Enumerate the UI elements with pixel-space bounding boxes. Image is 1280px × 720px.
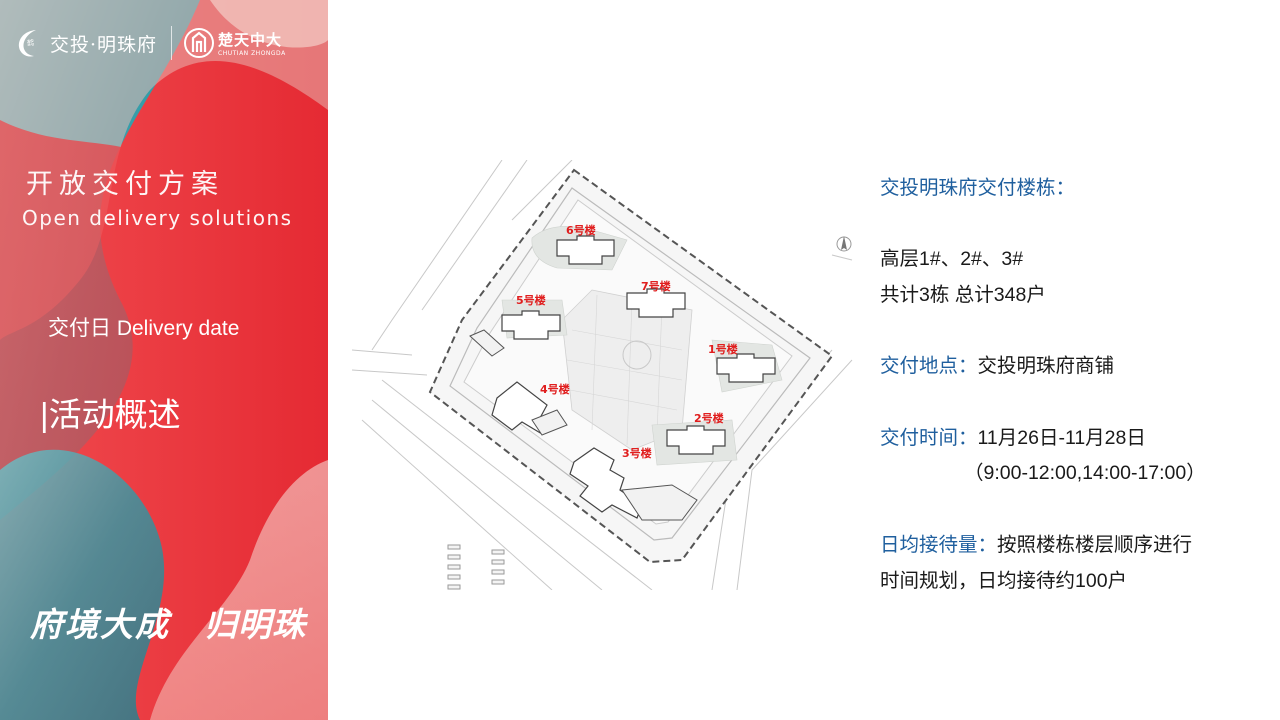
legend [447, 544, 505, 590]
building-7-footprint [626, 288, 686, 318]
slogan: 府境大成 归明珠 [30, 598, 306, 646]
logo-divider [171, 26, 173, 60]
reception-value-2: 时间规划，日均接待约100户 [880, 570, 1128, 592]
building-4-label: 4号楼 [540, 382, 570, 396]
building-2-footprint [666, 425, 726, 455]
reception-label: 日均接待量： [880, 534, 998, 556]
info-heading: 交投明珠府交付楼栋： [880, 177, 1076, 199]
time-value: 11月26日-11月28日 [977, 427, 1146, 449]
site-plan: 6号楼 7号楼 5号楼 1号楼 4号楼 2号楼 3号楼 [351, 159, 856, 591]
jiaotou-logo: 鹤 交投·明珠府 [16, 27, 157, 59]
activity-overview-heading: |活动概述 [40, 396, 181, 433]
building-5-label: 5号楼 [516, 293, 546, 307]
north-arrow-icon [836, 236, 852, 252]
logo-chutian-en: CHUTIAN ZHONGDA [218, 50, 286, 57]
logo-jiaotou-text: 交投·明珠府 [50, 33, 158, 56]
building-5-footprint [501, 310, 561, 340]
logo-chutian-cn: 楚天中大 [218, 31, 283, 49]
building-7-label: 7号楼 [641, 279, 671, 293]
building-6-footprint [556, 235, 615, 265]
left-panel: 鹤 交投·明珠府 楚天中大 CHUTIAN ZHONGDA 开放交付方案 Ope… [0, 0, 328, 720]
location-label: 交付地点： [880, 355, 978, 377]
crane-moon-icon: 鹤 [18, 30, 36, 57]
logo-row: 鹤 交投·明珠府 楚天中大 CHUTIAN ZHONGDA [16, 26, 286, 60]
building-1-footprint [716, 353, 776, 383]
building-1-label: 1号楼 [708, 342, 738, 356]
slogan-part1: 府境大成 [30, 605, 170, 644]
delivery-date-label: 交付日 Delivery date [48, 317, 240, 340]
section-title-en: Open delivery solutions [22, 206, 293, 230]
chutian-zhongda-logo: 楚天中大 CHUTIAN ZHONGDA [184, 27, 286, 59]
sidebar-background [0, 0, 328, 720]
reception-value: 按照楼栋楼层顺序进行 [997, 534, 1193, 556]
location-value: 交投明珠府商铺 [977, 355, 1115, 377]
building-6-label: 6号楼 [566, 223, 596, 237]
time-hours: （9:00-12:00,14:00-17:00） [964, 462, 1206, 484]
site-plan-drawing: 6号楼 7号楼 5号楼 1号楼 4号楼 2号楼 3号楼 [351, 159, 853, 591]
building-emblem-icon [184, 28, 215, 58]
section-title-cn: 开放交付方案 [26, 169, 224, 200]
info-buildings: 高层1#、2#、3# [880, 248, 1024, 270]
time-label: 交付时间： [880, 427, 978, 449]
logo-mark: 鹤 [27, 38, 34, 47]
info-count: 共计3栋 总计348户 [880, 284, 1046, 306]
slogan-part2: 归明珠 [204, 605, 306, 644]
building-3-label: 3号楼 [622, 446, 652, 460]
building-2-label: 2号楼 [694, 411, 724, 425]
